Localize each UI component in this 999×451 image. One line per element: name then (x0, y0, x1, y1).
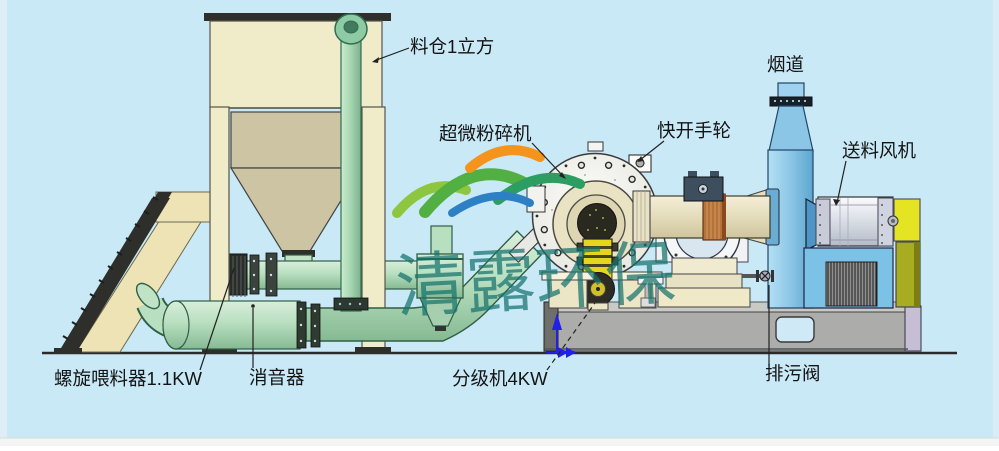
hopper (204, 13, 391, 274)
skid-opening (775, 316, 815, 343)
pulverizer (526, 141, 664, 311)
pipe-junction-box (683, 171, 724, 202)
hopper-spout-plate (282, 250, 315, 257)
watermark-logo-arcs (392, 145, 585, 218)
label-hopper: 料仓1立方 (410, 36, 494, 57)
drain-valve (742, 270, 774, 282)
label-drain-valve: 排污阀 (765, 363, 821, 384)
hopper-lid (204, 13, 391, 21)
screw-feeder-pipe (224, 252, 421, 297)
label-handwheel: 快开手轮 (657, 120, 731, 141)
return-air-pipe (333, 13, 369, 312)
hopper-inner (230, 111, 362, 169)
feed-fan (803, 196, 921, 309)
label-classifier: 分级机4KW (452, 368, 548, 389)
left-edge (0, 0, 7, 446)
label-screw-feeder: 螺旋喂料器1.1KW (54, 368, 203, 389)
leg-foot-left (202, 347, 237, 354)
leg-foot-right (355, 347, 391, 354)
bottom-strip (0, 438, 999, 446)
cyclone-feeder (416, 225, 464, 331)
label-flue: 烟道 (767, 54, 804, 75)
label-muffler: 消音器 (249, 367, 305, 388)
screw-feeder-conveyor (54, 191, 215, 354)
watermark-text: 清露环保 (394, 232, 678, 329)
muffler (135, 282, 321, 350)
annotations: 料仓1立方 超微粉碎机 快开手轮 烟道 送料风机 螺旋喂料器1.1KW 消音器 … (54, 36, 917, 389)
discharge-pipe (632, 171, 780, 246)
label-feed-fan: 送料风机 (842, 140, 917, 161)
right-edge (993, 0, 999, 446)
cad-axis-arrows (546, 313, 576, 358)
label-pulverizer: 超微粉碎机 (439, 123, 532, 144)
